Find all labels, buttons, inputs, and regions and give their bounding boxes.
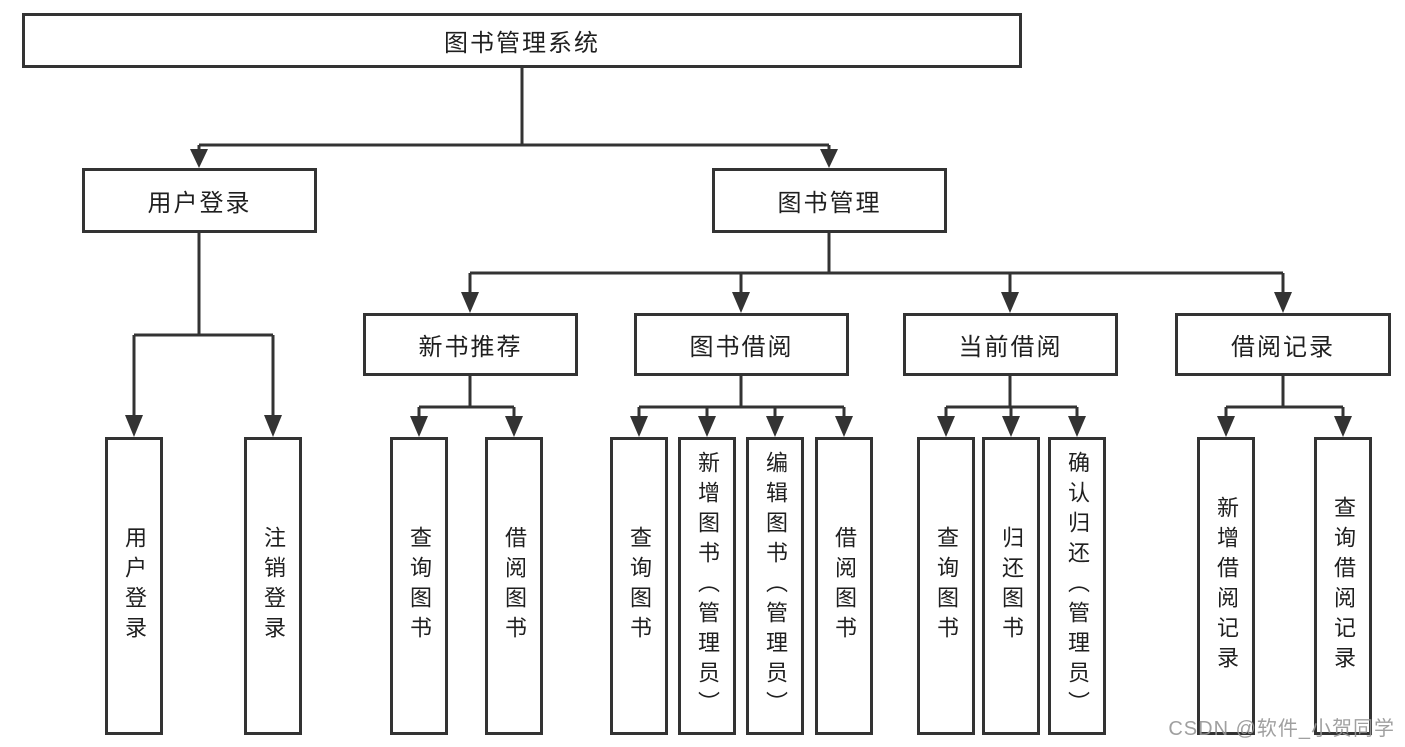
connector-borrowing-records-to-leaves	[1217, 376, 1352, 437]
leaf-current-return-books: 归还图书	[982, 437, 1040, 735]
leaf-user-login: 用户登录	[105, 437, 163, 735]
leaf-borrowing-query-books: 查询图书	[610, 437, 668, 735]
leaf-borrowing-add-books-admin: 新增图书（管理员）	[678, 437, 736, 735]
connector-root-to-level2	[190, 68, 838, 168]
connector-new-book-recommend-to-leaves	[410, 376, 523, 437]
node-borrowing-records: 借阅记录	[1175, 313, 1391, 376]
connector-current-borrowing-to-leaves	[937, 376, 1086, 437]
node-book-management: 图书管理	[712, 168, 947, 233]
connector-user-login-to-leaves	[125, 233, 282, 437]
leaf-current-confirm-return-admin: 确认归还（管理员）	[1048, 437, 1106, 735]
csdn-watermark: CSDN @软件_小贺同学	[1168, 718, 1395, 740]
leaf-borrowing-edit-books-admin: 编辑图书（管理员）	[746, 437, 804, 735]
leaf-recommend-query-books: 查询图书	[390, 437, 448, 735]
node-new-book-recommend: 新书推荐	[363, 313, 578, 376]
leaf-logout: 注销登录	[244, 437, 302, 735]
node-user-login: 用户登录	[82, 168, 317, 233]
connector-book-management-to-level3	[461, 233, 1292, 313]
leaf-recommend-borrow-books: 借阅图书	[485, 437, 543, 735]
leaf-records-query-record: 查询借阅记录	[1314, 437, 1372, 735]
leaf-current-query-books: 查询图书	[917, 437, 975, 735]
node-current-borrowing: 当前借阅	[903, 313, 1118, 376]
node-book-borrowing: 图书借阅	[634, 313, 849, 376]
connector-book-borrowing-to-leaves	[630, 376, 853, 437]
leaf-records-add-record: 新增借阅记录	[1197, 437, 1255, 735]
leaf-borrowing-borrow-books: 借阅图书	[815, 437, 873, 735]
node-root: 图书管理系统	[22, 13, 1022, 68]
